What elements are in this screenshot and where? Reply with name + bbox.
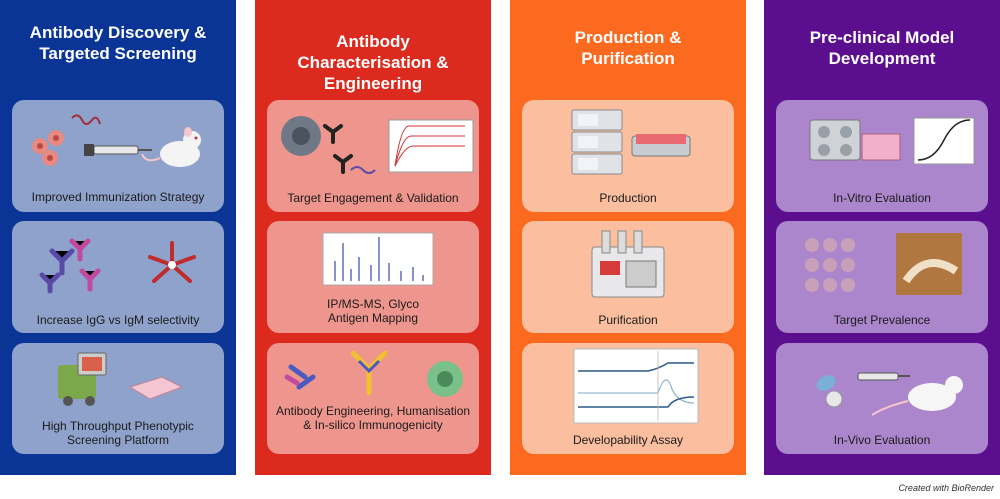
card-caption: Target Prevalence — [833, 313, 931, 327]
column-antibody-characterisation: Antibody Characterisation & Engineering … — [255, 0, 491, 475]
card-high-throughput: High Throughput Phenotypic Screening Pla… — [12, 343, 224, 454]
card-caption: Increase IgG vs IgM selectivity — [36, 313, 200, 327]
card-caption: Developability Assay — [572, 433, 684, 447]
card-developability: Developability Assay — [522, 343, 734, 454]
card-caption: Purification — [598, 313, 658, 327]
immunization-illustration-icon — [32, 114, 201, 167]
card-ip-ms: IP/MS-MS, Glyco Antigen Mapping — [267, 221, 479, 333]
column-title: Antibody Characterisation & Engineering — [297, 32, 449, 93]
card-igg-selectivity: Increase IgG vs IgM selectivity — [12, 221, 224, 333]
card-antibody-engineering: Antibody Engineering, Humanisation & In-… — [267, 343, 479, 454]
card-caption: Target Engagement & Validation — [287, 191, 459, 205]
in-vitro-icon — [809, 117, 975, 165]
card-caption: In-Vivo Evaluation — [833, 433, 931, 447]
card-caption: Antibody Engineering, Humanisation & In-… — [275, 404, 471, 432]
card-caption: High Throughput Phenotypic Screening Pla… — [42, 419, 194, 447]
card-caption: In-Vitro Evaluation — [833, 191, 931, 205]
in-vivo-icon — [816, 372, 963, 416]
column-title: Production & Purification — [574, 28, 682, 68]
card-production: Production — [522, 100, 734, 212]
target-engagement-icon — [281, 116, 474, 174]
card-in-vitro: In-Vitro Evaluation — [776, 100, 988, 212]
antibody-engineering-icon — [284, 350, 463, 397]
card-improved-immunization: Improved Immunization Strategy — [12, 100, 224, 212]
screening-platform-icon — [58, 352, 184, 406]
mass-spectrum-icon — [322, 232, 434, 286]
card-target-prevalence: Target Prevalence — [776, 221, 988, 333]
biorender-credit: Created with BioRender — [898, 483, 994, 493]
column-preclinical-model: Pre-clinical Model Development In-Vitro … — [764, 0, 1000, 475]
bioreactor-icon — [571, 109, 691, 175]
card-target-engagement: Target Engagement & Validation — [267, 100, 479, 212]
column-title: Antibody Discovery & Targeted Screening — [29, 23, 207, 63]
card-purification: Purification — [522, 221, 734, 333]
antibody-illustration-icon — [39, 238, 196, 294]
card-caption: Production — [599, 191, 657, 205]
column-production-purification: Production & Purification Production Pur… — [510, 0, 746, 475]
developability-chart-icon — [573, 348, 699, 424]
card-caption: IP/MS-MS, Glyco Antigen Mapping — [326, 297, 419, 325]
column-antibody-discovery: Antibody Discovery & Targeted Screening … — [0, 0, 236, 475]
tissue-microarray-icon — [805, 233, 962, 295]
purification-system-icon — [591, 230, 665, 298]
column-title: Pre-clinical Model Development — [809, 28, 955, 68]
card-caption: Improved Immunization Strategy — [31, 190, 205, 204]
card-in-vivo: In-Vivo Evaluation — [776, 343, 988, 454]
